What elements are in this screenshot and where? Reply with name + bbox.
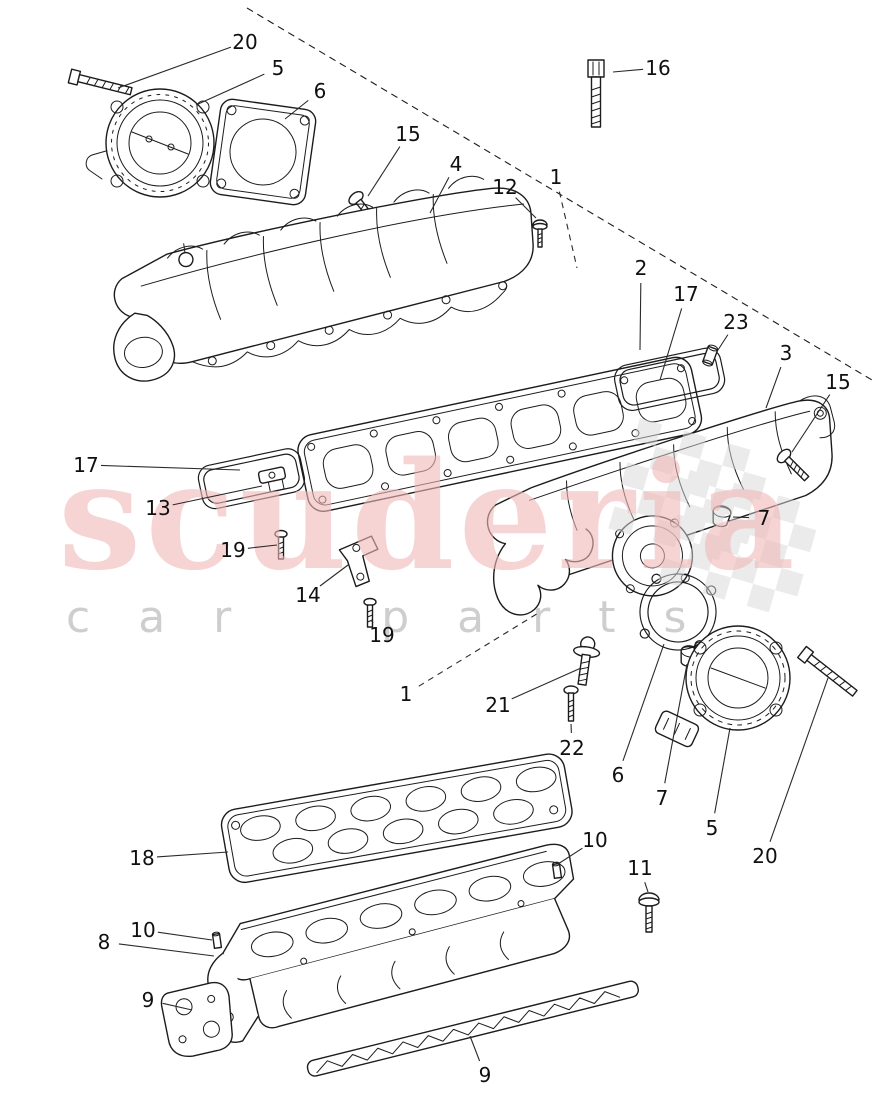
throttle-body-bottom (654, 625, 791, 748)
leader-line-19 (247, 544, 278, 549)
leader-line-9 (469, 1035, 481, 1062)
bolt-21 (573, 636, 601, 686)
callout-18[interactable]: 18 (129, 846, 154, 870)
valve-11 (638, 892, 660, 933)
bracket-13 (257, 466, 287, 493)
leader-line-9 (162, 1002, 193, 1011)
leader-line-8 (118, 943, 215, 957)
leader-line-2 (639, 282, 642, 351)
callout-10[interactable]: 10 (130, 918, 155, 942)
callout-15[interactable]: 15 (395, 122, 420, 146)
pin-10-right (551, 861, 563, 880)
leader-line-19 (370, 619, 374, 624)
callout-14[interactable]: 14 (295, 583, 320, 607)
callout-19[interactable]: 19 (220, 538, 245, 562)
callout-23[interactable]: 23 (723, 310, 748, 334)
callout-6[interactable]: 6 (612, 763, 625, 787)
leader-line-12 (515, 197, 537, 219)
callout-5[interactable]: 5 (706, 816, 719, 840)
checkered-flag-2 (658, 470, 817, 613)
upper-manifold-4 (113, 175, 534, 382)
valve-12 (532, 219, 548, 248)
callout-20[interactable]: 20 (752, 844, 777, 868)
callout-19[interactable]: 19 (369, 623, 394, 647)
callout-9[interactable]: 9 (479, 1063, 492, 1087)
leader-line-6 (284, 99, 309, 120)
callout-7[interactable]: 7 (656, 786, 669, 810)
leader-line-5 (714, 727, 731, 814)
leader-line-23 (717, 334, 729, 351)
leader-line-15 (791, 394, 831, 453)
callout-7[interactable]: 7 (758, 506, 771, 530)
leader-line-17 (659, 308, 683, 381)
gasket-6-top (209, 98, 317, 206)
bolt-16 (587, 59, 605, 128)
callout-13[interactable]: 13 (145, 496, 170, 520)
callout-1[interactable]: 1 (400, 682, 413, 706)
callout-15[interactable]: 15 (825, 370, 850, 394)
leader-line-20 (117, 46, 232, 89)
callout-6[interactable]: 6 (314, 79, 327, 103)
callout-20[interactable]: 20 (232, 30, 257, 54)
manifold-lower-8 (207, 843, 575, 1043)
callout-17[interactable]: 17 (673, 282, 698, 306)
callout-10[interactable]: 10 (582, 828, 607, 852)
gasket-9-left (160, 981, 233, 1058)
leader-line-18 (156, 851, 229, 858)
leader-line-17 (100, 464, 241, 471)
callout-4[interactable]: 4 (450, 152, 463, 176)
bracket-14 (338, 535, 379, 588)
bolt-20-bottom (796, 645, 858, 697)
leader-line-1 (558, 191, 578, 269)
watermark-layer: scuderia car parts (58, 429, 799, 643)
gasket-2 (297, 356, 703, 513)
callout-5[interactable]: 5 (272, 56, 285, 80)
screw-22 (563, 685, 579, 722)
callout-1[interactable]: 1 (550, 165, 563, 189)
callout-21[interactable]: 21 (485, 693, 510, 717)
leader-line-13 (172, 485, 263, 506)
gasket-9-bottom (306, 980, 639, 1077)
leader-line-3 (765, 366, 782, 409)
leader-line-7 (732, 516, 750, 519)
leader-line-16 (612, 68, 644, 73)
callout-12[interactable]: 12 (492, 175, 517, 199)
watermark-title: scuderia (58, 429, 799, 603)
throttle-body-top (85, 88, 215, 198)
bolt-20-top (67, 68, 133, 96)
leader-line-20 (769, 677, 829, 843)
callout-16[interactable]: 16 (645, 56, 670, 80)
leader-line-4 (429, 176, 450, 214)
leader-line-1 (418, 611, 541, 687)
leader-line-10 (157, 931, 213, 941)
leader-line-15 (367, 146, 401, 197)
callout-2[interactable]: 2 (635, 256, 648, 280)
callout-17[interactable]: 17 (73, 453, 98, 477)
callout-9[interactable]: 9 (142, 988, 155, 1012)
screw-19-upper (274, 529, 288, 560)
leader-line-14 (319, 564, 349, 587)
pin-10-left (211, 931, 223, 950)
leader-line-10 (557, 847, 583, 865)
leader-line-5 (195, 73, 265, 106)
callout-3[interactable]: 3 (780, 341, 793, 365)
screw-19-lower (363, 597, 377, 628)
leader-line-7 (664, 663, 688, 784)
pin-23 (702, 344, 719, 367)
callout-22[interactable]: 22 (559, 736, 584, 760)
gasket-18 (220, 753, 573, 884)
leader-line-11 (644, 882, 649, 893)
seal-17-left (197, 448, 306, 510)
callout-8[interactable]: 8 (98, 930, 111, 954)
callout-11[interactable]: 11 (627, 856, 652, 880)
checkered-flag-layer (608, 418, 817, 613)
watermark-subtitle: car parts (66, 592, 734, 643)
leader-line-6 (622, 643, 665, 762)
leader-line-21 (511, 667, 582, 700)
screw-15-right (776, 448, 810, 482)
